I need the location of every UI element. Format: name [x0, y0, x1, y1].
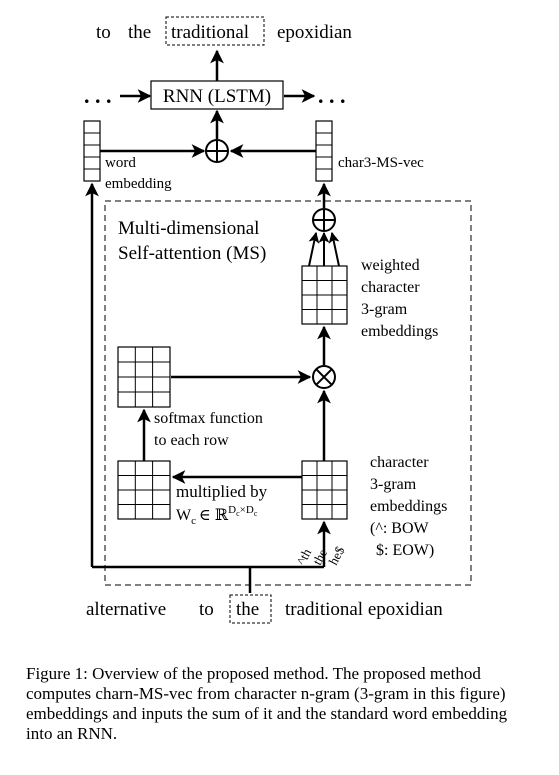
bottom-word-rest: traditional epoxidian — [285, 599, 443, 620]
ms-block — [104, 200, 472, 586]
weighted-label-line4: embeddings — [361, 323, 438, 340]
top-word-the: the — [128, 22, 151, 43]
char3-ms-vec-label: char3-MS-vec — [338, 155, 424, 171]
char-emb-label-line2: 3-gram — [370, 476, 417, 493]
bottom-sentence: alternative to the traditional epoxidian — [86, 594, 443, 624]
highlight-box-bottom — [229, 594, 272, 624]
char-emb-label-line5: $: EOW) — [376, 542, 434, 559]
bottom-word-alternative: alternative — [86, 599, 166, 620]
word-embedding-vector — [83, 120, 101, 182]
rnn-row: . . . RNN (LSTM) . . . — [84, 49, 346, 110]
top-sentence: to the traditional epoxidian — [96, 16, 352, 46]
softmax-label-line2: to each row — [154, 432, 229, 449]
weighted-label-line1: weighted — [361, 257, 420, 274]
ngram-label-3: he$ — [325, 543, 347, 567]
ellipsis-right: . . . — [318, 83, 346, 108]
ngram-label-1: ^th — [293, 546, 314, 568]
weighted-label-line2: character — [361, 279, 420, 296]
multiplied-label: multiplied by — [176, 482, 268, 501]
ms-title-line2: Self-attention (MS) — [118, 243, 266, 264]
word-embedding-label-line1: word — [105, 155, 136, 171]
top-word-to: to — [96, 22, 111, 43]
char-emb-label-line4: (^: BOW — [370, 520, 430, 537]
column-sum-arrows — [308, 231, 340, 267]
char-ngram-embedding-matrix — [301, 460, 348, 520]
projected-matrix — [117, 460, 171, 520]
attention-weight-matrix — [117, 346, 171, 408]
ellipsis-left: . . . — [84, 83, 112, 108]
char3-ms-vec-vector — [315, 120, 333, 182]
multiply-node — [312, 365, 336, 389]
weighted-embedding-matrix — [301, 265, 348, 325]
weighted-label-line3: 3-gram — [361, 301, 408, 318]
method-overview-diagram: to the traditional epoxidian . . . RNN (… — [83, 16, 472, 624]
highlight-box-top — [165, 16, 265, 46]
softmax-label-line1: softmax function — [154, 410, 263, 427]
word-embedding-label-line2: embedding — [105, 176, 172, 192]
rnn-box — [150, 80, 284, 110]
multiplied-formula: Wc∈ ℝDc×Dc — [176, 504, 258, 527]
char-emb-label-line1: character — [370, 454, 429, 471]
sum-node-top — [205, 139, 229, 163]
ms-title-line1: Multi-dimensional — [118, 218, 259, 239]
bottom-word-to: to — [199, 599, 214, 620]
char-emb-label-line3: embeddings — [370, 498, 447, 515]
top-word-highlighted: traditional — [171, 22, 249, 43]
bottom-word-highlighted: the — [236, 599, 259, 620]
input-routing — [85, 182, 331, 593]
rnn-label: RNN (LSTM) — [163, 86, 271, 107]
figure-caption: Figure 1: Overview of the proposed metho… — [26, 664, 508, 743]
sum-node-ms — [312, 208, 336, 232]
top-word-epoxidian: epoxidian — [277, 22, 352, 43]
